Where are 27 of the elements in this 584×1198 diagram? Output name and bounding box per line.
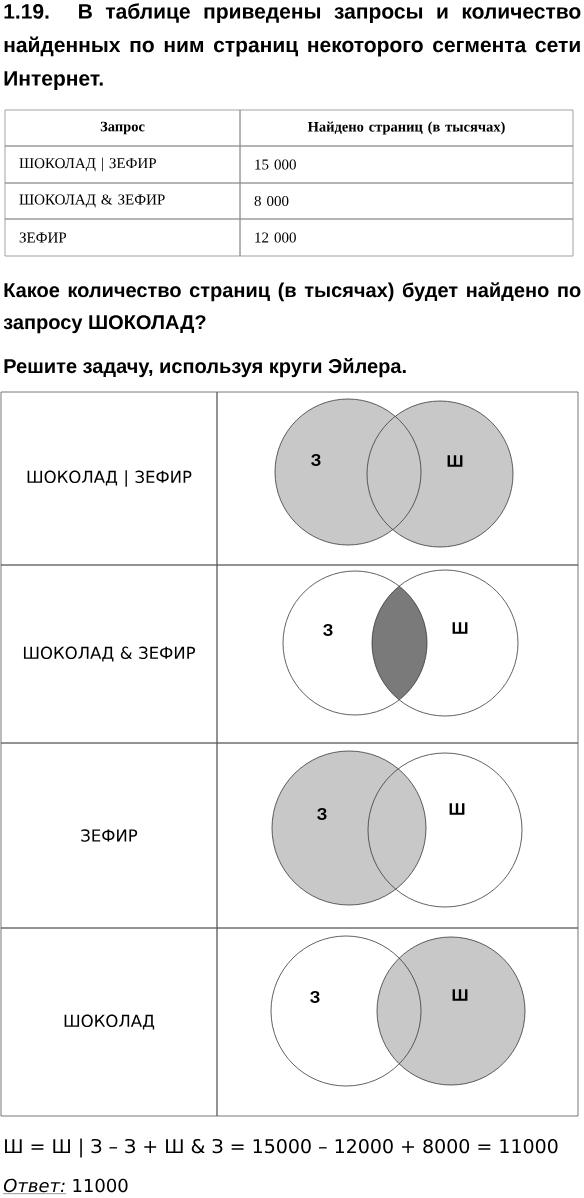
table-header-cell: Найдено страниц (в тысячах) [239,109,574,147]
set-letter: Ш [452,989,468,1001]
table-cell: ШОКОЛАД & ЗЕФИР [0,564,218,744]
table-header-cell: Запрос [4,109,241,147]
answer-value: 11000 [73,1178,128,1193]
solution-formula: Ш = Ш | З – З + Ш & З = 15000 – 12000 + 8000 = 11000 [5,1138,558,1158]
table-cell: ШОКОЛАД | ЗЕФИР [0,391,218,566]
set-letter: З [310,991,320,1004]
answer-label: Ответ: [3,1178,67,1194]
table-cell: ШОКОЛАД | ЗЕФИР [4,145,241,184]
set-letter: Ш [447,455,463,467]
table-cell: ЗЕФИР [0,742,218,929]
question-text: Какое количество страниц (в тысячах) будет найдено по запросу ШОКОЛАД? [3,282,581,334]
set-letter: З [323,624,333,637]
set-letter: Ш [449,803,465,815]
table-cell: ШОКОЛАД & ЗЕФИР [4,182,241,220]
set-letter: З [311,454,321,466]
table-cell: 12 000 [239,218,574,257]
instruction-text: Решите задачу, используя круги Эйлера. [4,358,406,378]
table-cell: 8 000 [239,182,574,220]
intersection-region [372,586,427,700]
table-cell: 15 000 [239,145,574,184]
set-letter: Ш [452,622,468,634]
table-cell: ЗЕФИР [4,218,241,257]
problem-statement: 1.19. В таблице приведены запросы и количество найденных по ним страниц некоторого сегмента сети Интернет. [4,3,581,90]
table-cell: ШОКОЛАД [0,927,218,1117]
set-letter: З [317,808,327,821]
